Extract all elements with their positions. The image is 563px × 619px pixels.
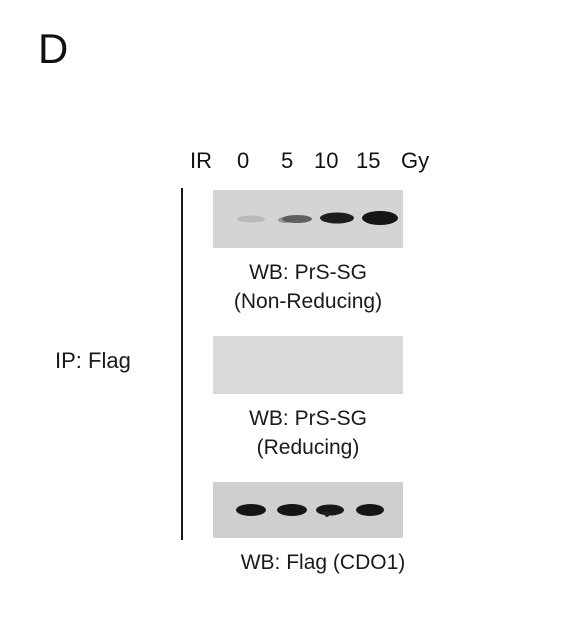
band-lane-0 <box>237 215 265 223</box>
lane-header-dose-10: 10 <box>314 148 339 173</box>
blot-reducing-image <box>213 336 403 394</box>
lane-header-unit: Gy <box>401 148 430 173</box>
blot-non-reducing-image <box>213 190 403 248</box>
band-lane-10 <box>320 212 354 224</box>
lane-header-dose-0: 0 <box>237 148 250 173</box>
blot-flag-cdo1-caption: WB: Flag (CDO1) <box>240 551 406 574</box>
ip-label: IP: Flag <box>55 348 131 373</box>
band-lane-5-b <box>278 217 292 223</box>
band-flag-lane-10 <box>316 504 344 516</box>
blot-flag-cdo1-image <box>213 482 403 538</box>
blot-reducing-caption-line1: WB: PrS-SG <box>249 407 367 430</box>
lane-header-dose-15: 15 <box>356 148 381 173</box>
blot-flag-cdo1 <box>213 482 403 538</box>
blot-reducing-background <box>213 336 403 394</box>
band-flag-lane-5 <box>277 504 307 516</box>
blot-reducing <box>213 336 403 394</box>
band-flag-lane-0 <box>236 504 266 516</box>
band-flag-lane-15 <box>356 504 384 516</box>
blot-non-reducing-caption-line1: WB: PrS-SG <box>249 261 367 284</box>
band-flag-lane-10-smear <box>323 512 331 517</box>
lane-header-dose-5: 5 <box>281 148 294 173</box>
ip-bracket-line <box>181 188 183 540</box>
blot-reducing-caption-line2: (Reducing) <box>256 436 360 459</box>
panel-letter: D <box>38 25 69 72</box>
blot-non-reducing <box>213 190 403 248</box>
band-lane-15 <box>362 211 398 225</box>
lane-header-treatment: IR <box>190 148 212 173</box>
blot-non-reducing-caption-line2: (Non-Reducing) <box>233 290 383 313</box>
